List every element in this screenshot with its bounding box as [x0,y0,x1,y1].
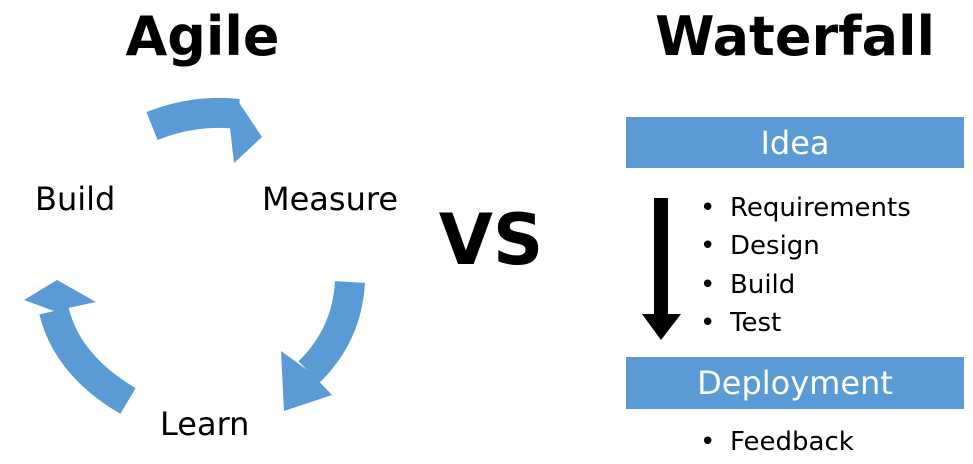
versus-label: VS [438,199,544,281]
list-item: Build [700,266,911,305]
curved-arrow-icon [281,280,365,411]
waterfall-steps-list: Requirements Design Build Test [700,189,911,342]
stage-measure-label: Measure [262,180,398,218]
down-arrow-icon [642,198,681,340]
idea-box-label: Idea [760,123,830,162]
feedback-list: Feedback [700,423,854,462]
agile-cycle-arrows [24,97,365,414]
curved-arrow-icon [24,280,136,414]
list-item: Requirements [700,189,911,228]
list-item: Test [700,304,911,343]
curved-arrow-icon [146,97,262,163]
deployment-box: Deployment [626,357,964,409]
agile-title: Agile [125,5,280,68]
idea-box: Idea [626,117,964,168]
stage-learn-label: Learn [160,405,250,443]
waterfall-title: Waterfall [654,5,936,68]
list-item: Feedback [700,423,854,462]
stage-build-label: Build [35,180,116,218]
list-item: Design [700,227,911,266]
deployment-box-label: Deployment [697,364,893,402]
